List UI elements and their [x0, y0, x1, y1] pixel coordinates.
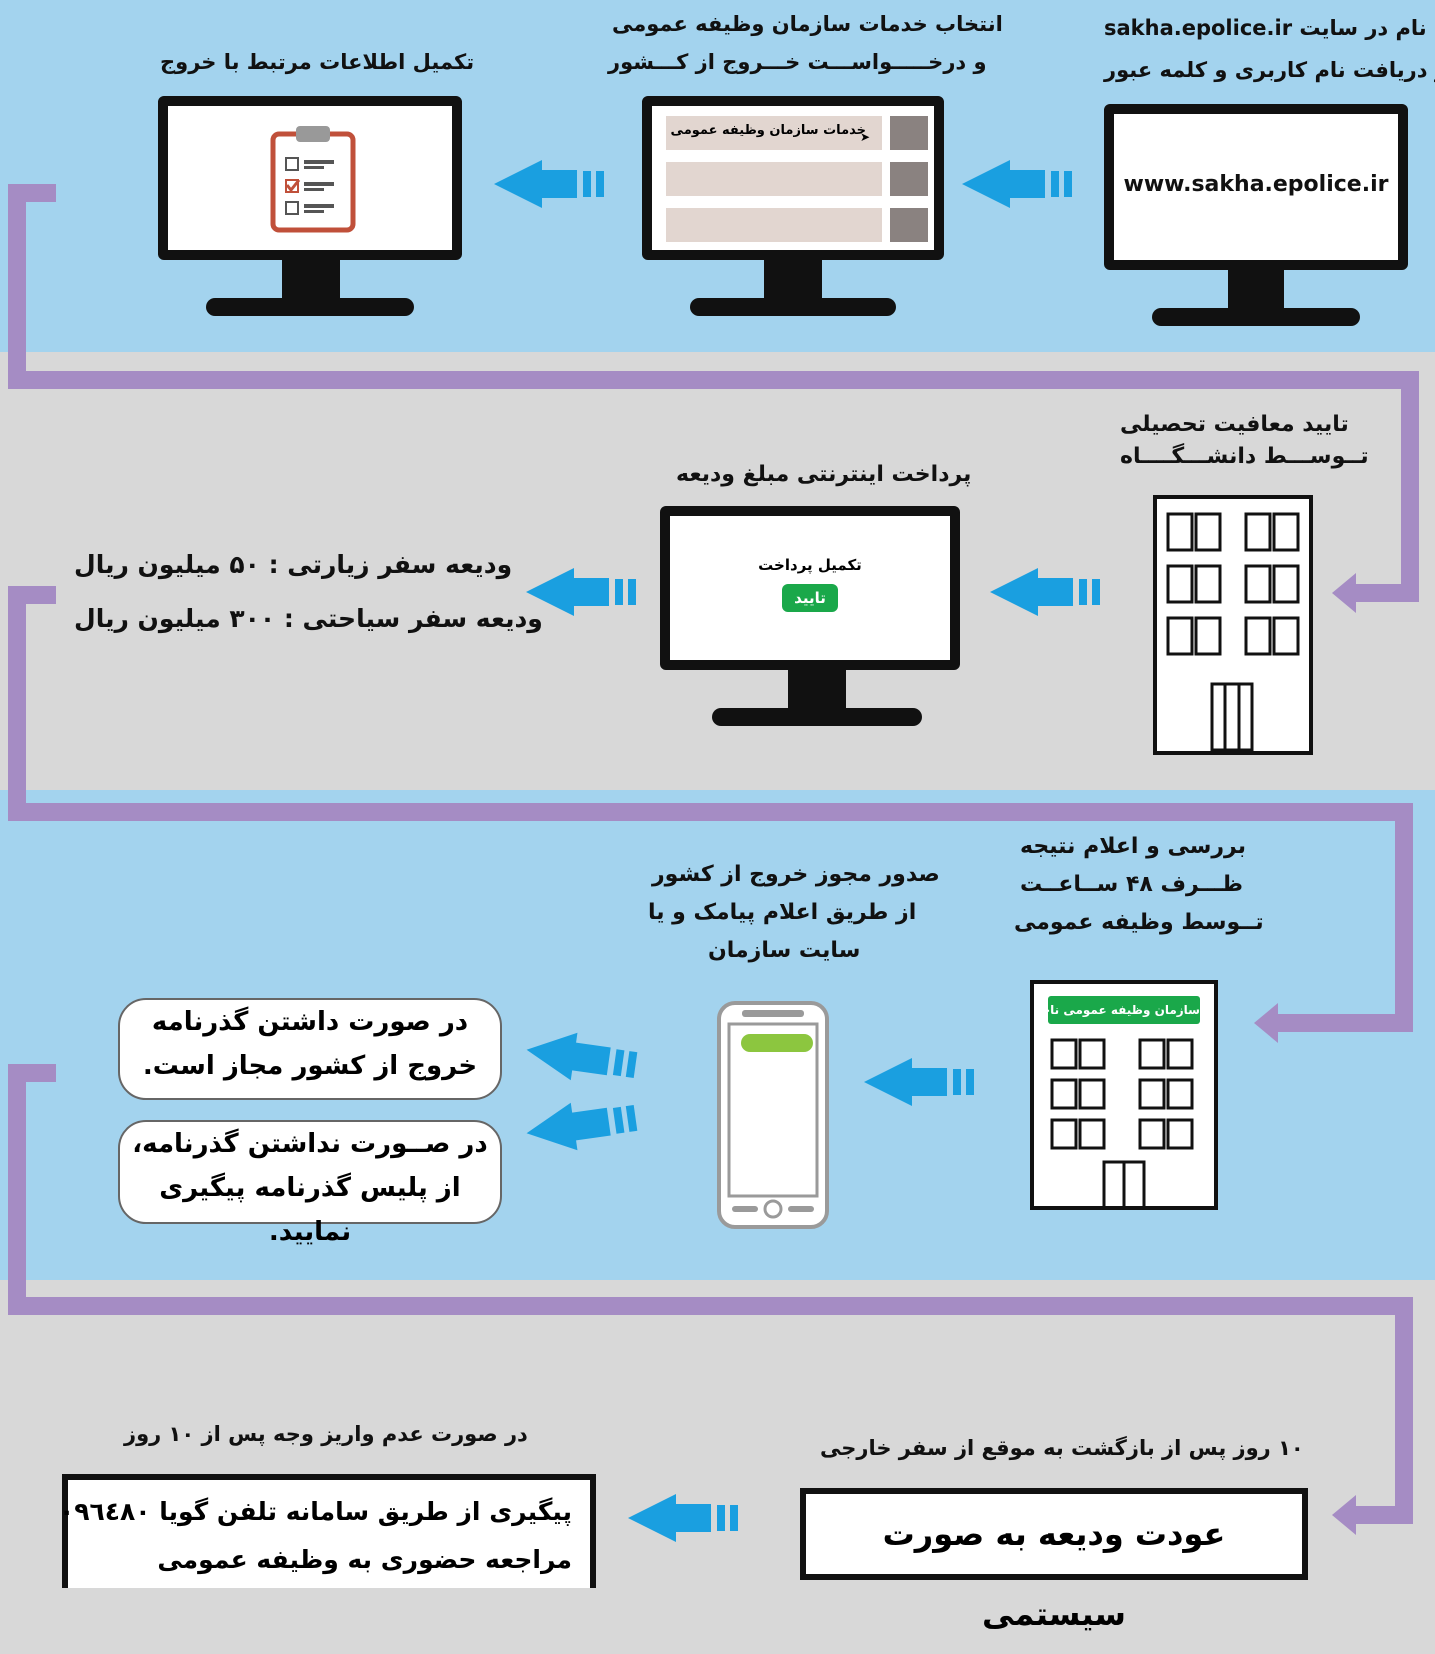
arrow-s8-s9 — [526, 1032, 638, 1081]
conscription-building: سازمان وظیفه عمومی ناجا — [1030, 980, 1218, 1210]
step1-caption-line2: و دریافت نام کاربری و کلمه عبور — [1104, 58, 1435, 82]
step2-caption-line1: انتخاب خدمات سازمان وظیفه عمومی — [612, 12, 1003, 36]
no-passport-note: در صــورت نداشتن گذرنامه، از پلیس گذرنام… — [118, 1120, 502, 1247]
refund-box-text: عودت ودیعه به صورت سیستمی — [882, 1515, 1226, 1633]
menu-row-3 — [666, 208, 882, 242]
building-windows — [1050, 1038, 1194, 1210]
step3-caption: تکمیل اطلاعات مرتبط با خروج — [160, 50, 475, 74]
deposit-tourism: ودیعه سفر سیاحتی : ۳۰۰ میلیون ریال — [74, 604, 543, 633]
step7-caption-line1: بررسی و اعلام نتیجه — [1020, 834, 1246, 859]
step2-caption-line2: و درخـــــواســـت خـــروج از کـــشور — [608, 50, 987, 74]
smartphone-icon — [717, 1001, 829, 1229]
followup-box: پیگیری از طریق سامانه تلفن گویا ۰۹٦٤۸۰ م… — [58, 1474, 596, 1588]
step4-caption-line2: تــوســـط دانشـــگــــاه — [1120, 444, 1369, 469]
followup-line2: مراجعه حضوری به وظیفه عمومی — [157, 1545, 572, 1574]
building-sign: سازمان وظیفه عمومی ناجا — [1037, 996, 1200, 1024]
arrow-s2-s3 — [494, 160, 604, 208]
menu-row-3-block — [890, 208, 928, 242]
menu-row-2 — [666, 162, 882, 196]
followup-line1: پیگیری از طریق سامانه تلفن گویا ۰۹٦٤۸۰ — [58, 1497, 572, 1526]
refund-caption: ۱۰ روز پس از بازگشت به موقع از سفر خارجی — [820, 1436, 1304, 1460]
step8-caption-line3: سایت سازمان — [708, 938, 861, 963]
menu-row-2-block — [890, 162, 928, 196]
deposit-pilgrimage: ودیعه سفر زیارتی : ۵۰ میلیون ریال — [74, 550, 513, 579]
step7-caption-line3: تــوسط وظیفه عمومی — [1014, 910, 1264, 935]
no-passport-line1: در صــورت نداشتن گذرنامه، — [132, 1129, 488, 1159]
confirm-button[interactable]: تایید — [782, 584, 838, 612]
website-url: www.sakha.epolice.ir — [1123, 172, 1389, 197]
arrow-s8-s10 — [526, 1102, 638, 1151]
passport-holder-note: در صورت داشتن گذرنامه خروج از کشور مجاز … — [118, 998, 502, 1100]
payment-title: تکمیل پرداخت — [758, 556, 862, 574]
refund-box: عودت ودیعه به صورت سیستمی — [800, 1488, 1308, 1633]
step4-caption-line1: تایید معافیت تحصیلی — [1120, 412, 1349, 437]
step7-caption-line2: ظـــرف ۴۸ ســاعــت — [1020, 872, 1243, 897]
followup-caption: در صورت عدم واریز وجه پس از ۱۰ روز — [124, 1422, 528, 1446]
menu-row-1: خدمات سازمان وظیفه عمومی ➤ — [666, 116, 882, 150]
arrow-s7-s8 — [864, 1058, 974, 1106]
passport-holder-line2: خروج از کشور مجاز است. — [142, 1051, 478, 1081]
purple-connector-lines — [8, 184, 1419, 1524]
step8-caption-line1: صدور مجوز خروج از کشور — [652, 862, 940, 887]
no-passport-line2: از پلیس گذرنامه پیگیری نمایید. — [159, 1173, 461, 1247]
step5-caption: پرداخت اینترنتی مبلغ ودیعه — [676, 462, 972, 487]
university-building-icon — [1153, 495, 1313, 755]
blue-flow-arrows — [494, 160, 1100, 1542]
arrow-s1-s2 — [962, 160, 1072, 208]
purple-connector-heads — [1254, 573, 1356, 1535]
arrow-s5-s6 — [526, 568, 636, 616]
passport-holder-line1: در صورت داشتن گذرنامه — [151, 1007, 469, 1037]
clipboard-icon — [270, 126, 356, 233]
step1-caption-line1: ثبت نام در سایت sakha.epolice.ir — [1104, 16, 1435, 40]
arrow-s11-s12 — [628, 1494, 738, 1542]
cursor-icon: ➤ — [860, 130, 871, 144]
step8-caption-line2: از طریق اعلام پیامک و یا — [648, 900, 917, 925]
menu-row-1-block — [890, 116, 928, 150]
flow-connectors — [8, 160, 1419, 1542]
menu-item-label: خدمات سازمان وظیفه عمومی — [670, 123, 866, 138]
arrow-s4-s5 — [990, 568, 1100, 616]
